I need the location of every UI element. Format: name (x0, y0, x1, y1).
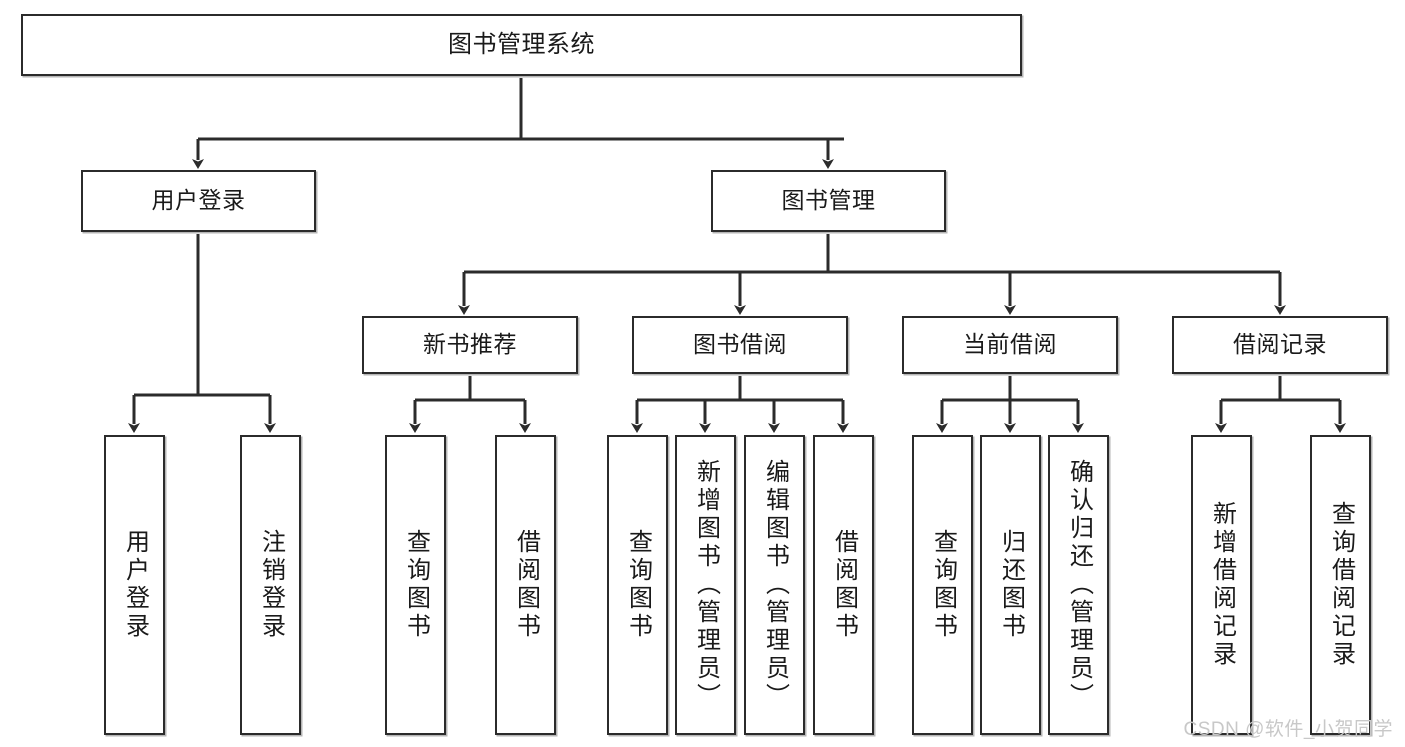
node-label: 图书管理 (781, 187, 876, 214)
leaf-book-borrow-add[interactable]: 新增图书（管理员） (675, 435, 736, 735)
node-label: 图书管理系统 (448, 30, 595, 58)
node-label: 新增借阅记录 (1208, 501, 1236, 669)
leaf-current-borrow-return[interactable]: 归还图书 (980, 435, 1041, 735)
node-book-borrow[interactable]: 图书借阅 (632, 316, 848, 374)
node-label: 借阅图书 (830, 529, 858, 641)
leaf-user-login-signout[interactable]: 注销登录 (240, 435, 301, 735)
node-label: 新书推荐 (423, 331, 517, 358)
node-new-book-recommend[interactable]: 新书推荐 (362, 316, 578, 374)
leaf-book-borrow-edit[interactable]: 编辑图书（管理员） (744, 435, 805, 735)
node-label: 归还图书 (997, 529, 1025, 641)
node-label: 借阅记录 (1233, 331, 1327, 358)
node-label: 新增图书（管理员） (692, 459, 720, 711)
leaf-borrow-record-add[interactable]: 新增借阅记录 (1191, 435, 1252, 735)
leaf-book-borrow-query[interactable]: 查询图书 (607, 435, 668, 735)
watermark-text: CSDN @软件_小贺同学 (1183, 719, 1393, 740)
node-label: 查询图书 (624, 529, 652, 641)
node-label: 查询图书 (929, 529, 957, 641)
node-label: 用户登录 (151, 187, 246, 214)
node-root-system[interactable]: 图书管理系统 (21, 14, 1022, 76)
node-label: 注销登录 (257, 529, 285, 641)
node-label: 查询图书 (402, 529, 430, 641)
node-user-login[interactable]: 用户登录 (81, 170, 316, 232)
leaf-borrow-record-query[interactable]: 查询借阅记录 (1310, 435, 1371, 735)
node-current-borrow[interactable]: 当前借阅 (902, 316, 1118, 374)
node-label: 查询借阅记录 (1327, 501, 1355, 669)
node-label: 图书借阅 (693, 331, 787, 358)
leaf-new-book-query[interactable]: 查询图书 (385, 435, 446, 735)
node-label: 编辑图书（管理员） (761, 459, 789, 711)
leaf-new-book-borrow[interactable]: 借阅图书 (495, 435, 556, 735)
node-borrow-record[interactable]: 借阅记录 (1172, 316, 1388, 374)
node-label: 确认归还（管理员） (1065, 459, 1093, 711)
node-label: 当前借阅 (963, 331, 1057, 358)
leaf-current-borrow-query[interactable]: 查询图书 (912, 435, 973, 735)
node-book-management[interactable]: 图书管理 (711, 170, 946, 232)
node-label: 用户登录 (121, 529, 149, 641)
leaf-user-login-signin[interactable]: 用户登录 (104, 435, 165, 735)
leaf-current-borrow-confirm-return[interactable]: 确认归还（管理员） (1048, 435, 1109, 735)
leaf-book-borrow-lend[interactable]: 借阅图书 (813, 435, 874, 735)
node-label: 借阅图书 (512, 529, 540, 641)
